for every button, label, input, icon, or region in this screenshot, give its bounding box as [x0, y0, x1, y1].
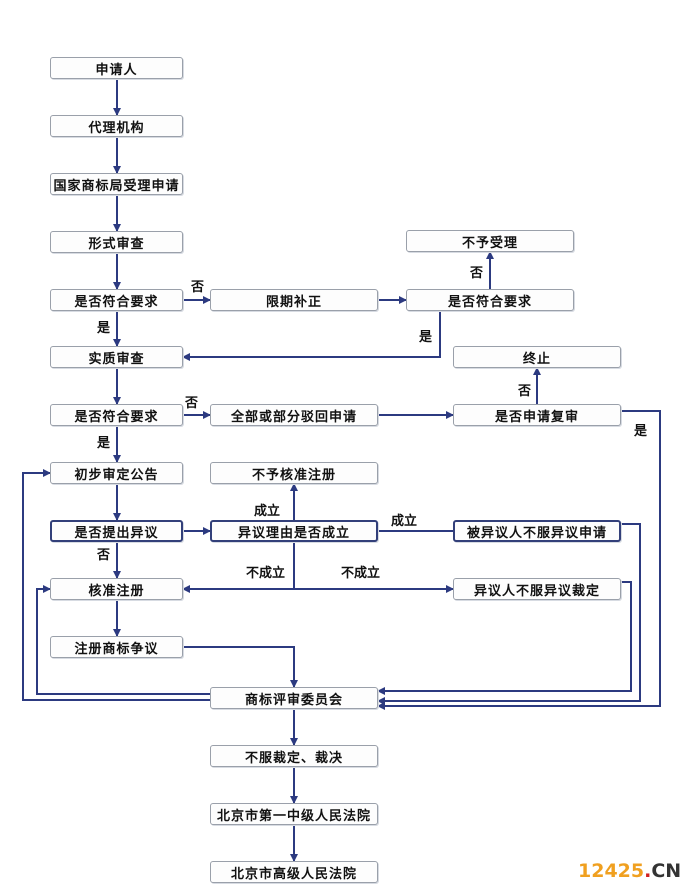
label-established-up: 成立	[254, 504, 281, 519]
node-terminate: 终止	[453, 346, 621, 368]
node-office-accept: 国家商标局受理申请	[50, 173, 183, 195]
node-formal-review: 形式审查	[50, 231, 183, 253]
node-request-review: 是否申请复审	[453, 404, 621, 426]
label-established-right: 成立	[391, 514, 418, 529]
label-not-established-left: 不成立	[246, 566, 286, 581]
label-not-established-right: 不成立	[341, 566, 381, 581]
node-correction: 限期补正	[210, 289, 378, 311]
node-no-approval: 不予核准注册	[210, 462, 378, 484]
node-objection: 是否提出异议	[50, 520, 183, 542]
node-objected-party-appeal: 被异议人不服异议申请	[453, 520, 621, 542]
node-applicant: 申请人	[50, 57, 183, 79]
edge-board-preliminary	[22, 469, 210, 701]
node-check1: 是否符合要求	[50, 289, 183, 311]
edge-dispute-board	[183, 646, 298, 688]
node-dispute: 注册商标争议	[50, 636, 183, 658]
node-check-correction: 是否符合要求	[406, 289, 574, 311]
edge-objappeal-board	[377, 523, 641, 705]
node-objection-reason: 异议理由是否成立	[210, 520, 378, 542]
label-no-review: 否	[518, 384, 532, 399]
label-yes-review: 是	[634, 424, 648, 439]
edge-objector-board	[377, 581, 632, 695]
label-no-check2: 否	[185, 396, 199, 411]
node-reject: 全部或部分驳回申请	[210, 404, 378, 426]
label-no-check1: 否	[191, 280, 205, 295]
node-disagree: 不服裁定、裁决	[210, 745, 378, 767]
node-approve-register: 核准注册	[50, 578, 183, 600]
label-yes-check2: 是	[97, 436, 111, 451]
label-yes-correction: 是	[419, 330, 433, 345]
node-not-accepted: 不予受理	[406, 230, 574, 252]
label-no-objection: 否	[97, 548, 111, 563]
node-court1: 北京市第一中级人民法院	[210, 803, 378, 825]
node-objector-appeal: 异议人不服异议裁定	[453, 578, 621, 600]
edge-checkcorr-substantive	[182, 311, 441, 361]
node-check2: 是否符合要求	[50, 404, 183, 426]
edge-board-approve	[36, 585, 210, 695]
site-watermark-logo: 12425.CN	[578, 860, 680, 882]
label-yes-check1: 是	[97, 321, 111, 336]
label-no-correction: 否	[470, 266, 484, 281]
edge-requestreview-board	[377, 410, 661, 710]
node-agency: 代理机构	[50, 115, 183, 137]
node-substantive-review: 实质审查	[50, 346, 183, 368]
node-court2: 北京市高级人民法院	[210, 861, 378, 883]
node-preliminary-notice: 初步审定公告	[50, 462, 183, 484]
node-board: 商标评审委员会	[210, 687, 378, 709]
